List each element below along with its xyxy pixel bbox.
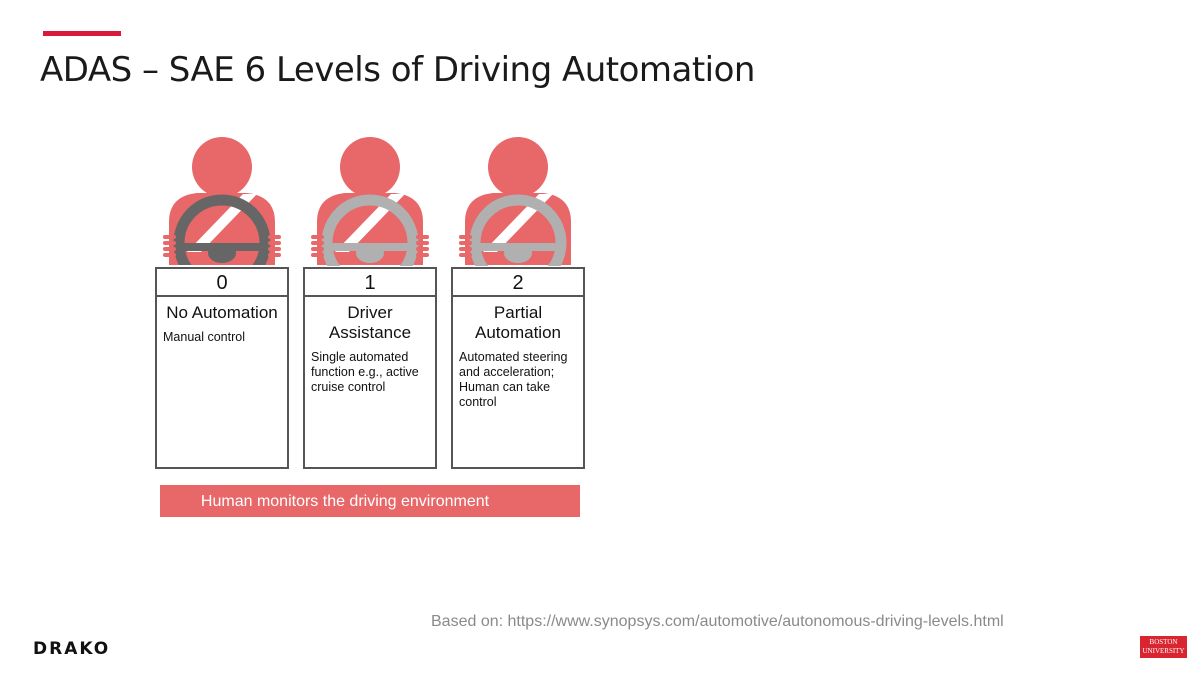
- title-accent-bar: [43, 31, 121, 36]
- level-2-card: 2 Partial Automation Automated steering …: [451, 267, 585, 469]
- human-monitors-band: Human monitors the driving environment: [160, 485, 580, 517]
- driver-with-steering-wheel-icon: [459, 137, 571, 266]
- level-1-card: 1 Driver Assistance Single automated fun…: [303, 267, 437, 469]
- level-number: 2: [453, 269, 583, 297]
- level-description: Manual control: [163, 330, 245, 344]
- level-name: Driver Assistance: [328, 303, 412, 342]
- page-title: ADAS – SAE 6 Levels of Driving Automatio…: [40, 50, 755, 90]
- source-citation: Based on: https://www.synopsys.com/autom…: [431, 613, 1004, 630]
- level-0-card: 0 No Automation Manual control: [155, 267, 289, 469]
- level-description: Automated steering and acceleration; Hum…: [459, 350, 568, 409]
- driver-with-steering-wheel-icon: [311, 137, 429, 266]
- level-number: 0: [157, 269, 287, 297]
- driver-with-steering-wheel-icon: [155, 137, 289, 266]
- level-description: Single automated function e.g., active c…: [311, 350, 419, 394]
- level-name: No Automation: [166, 303, 278, 322]
- level-number: 1: [305, 269, 435, 297]
- level-name: Partial Automation: [475, 303, 561, 342]
- boston-university-logo: BOSTON UNIVERSITY: [1140, 636, 1187, 658]
- drako-logo: DRAKO: [33, 639, 111, 659]
